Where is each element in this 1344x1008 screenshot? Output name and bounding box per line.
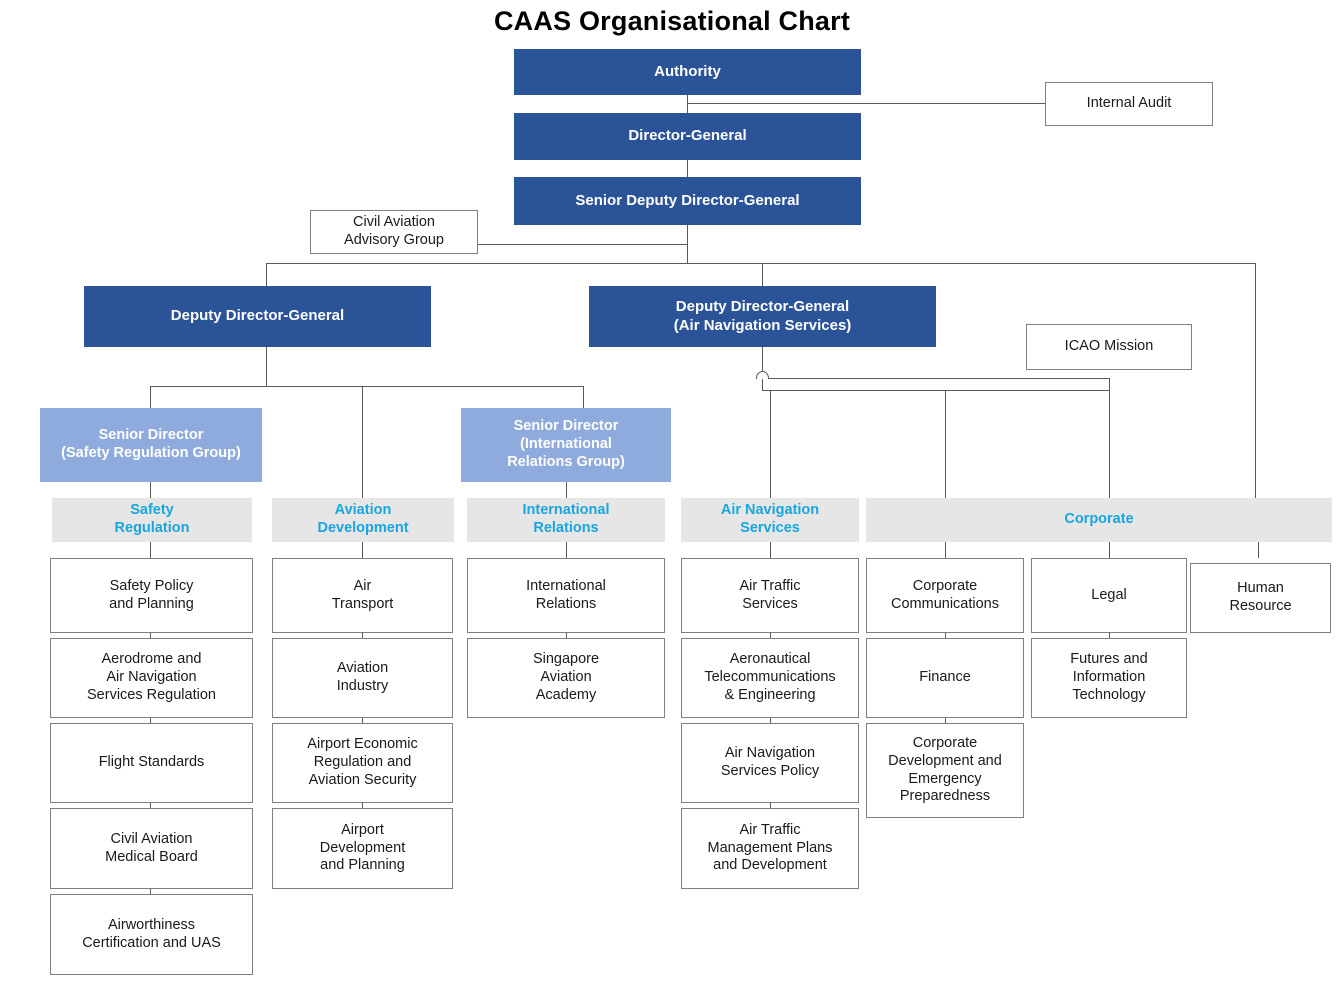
unit-box[interactable]: Safety Policy and Planning — [50, 558, 253, 633]
connector-ans-to-corporate-comms — [945, 390, 946, 498]
connector-div-intl-drop — [566, 542, 567, 558]
connector-sd-safety-down — [150, 482, 151, 499]
connector-ddg-bus — [150, 386, 583, 387]
unit-box[interactable]: Aeronautical Telecommunications & Engine… — [681, 638, 859, 718]
connector-unit-link — [362, 632, 363, 638]
connector-bus-to-ddg-ans — [762, 263, 763, 286]
division-header-corporate[interactable]: Corporate — [866, 498, 1332, 542]
unit-box[interactable]: Aerodrome and Air Navigation Services Re… — [50, 638, 253, 718]
connector-authority-dg — [687, 95, 688, 113]
connector-div-legal-drop — [1109, 542, 1110, 558]
connector-div-hr-drop — [1258, 542, 1259, 558]
connector-ddg-ans-bus — [762, 390, 1109, 391]
node-civil-aviation-advisory-group[interactable]: Civil Aviation Advisory Group — [310, 210, 478, 254]
connector-dg-sddg — [687, 160, 688, 177]
connector-ans-to-air-navigation — [770, 390, 771, 498]
node-senior-director-safety-regulation-group[interactable]: Senior Director (Safety Regulation Group… — [40, 408, 262, 482]
line-hop-bridge — [756, 371, 769, 379]
node-icao-mission[interactable]: ICAO Mission — [1026, 324, 1192, 370]
node-deputy-director-general[interactable]: Deputy Director-General — [84, 286, 431, 347]
connector-ddg-down — [266, 347, 267, 386]
unit-box[interactable]: Futures and Information Technology — [1031, 638, 1187, 718]
division-header-international-relations[interactable]: International Relations — [467, 498, 665, 542]
unit-box[interactable]: Corporate Communications — [866, 558, 1024, 633]
node-senior-director-international-relations-group[interactable]: Senior Director (International Relations… — [461, 408, 671, 482]
connector-div-safety-drop — [150, 542, 151, 558]
node-deputy-director-general-ans[interactable]: Deputy Director-General (Air Navigation … — [589, 286, 936, 347]
connector-unit-link — [945, 632, 946, 638]
division-header-safety-regulation[interactable]: Safety Regulation — [52, 498, 252, 542]
connector-div-ans-drop — [770, 542, 771, 558]
connector-authority-internal-audit — [687, 103, 1045, 104]
connector-sddg-bus — [266, 263, 1256, 264]
connector-unit-link — [945, 717, 946, 723]
connector-unit-link — [362, 802, 363, 808]
unit-box[interactable]: Flight Standards — [50, 723, 253, 803]
connector-bus-to-corporate-right — [1255, 263, 1256, 498]
unit-box[interactable]: Airworthiness Certification and UAS — [50, 894, 253, 975]
unit-box[interactable]: International Relations — [467, 558, 665, 633]
connector-ddg-ans-down — [762, 347, 763, 390]
unit-box[interactable]: Airport Development and Planning — [272, 808, 453, 889]
division-header-aviation-development[interactable]: Aviation Development — [272, 498, 454, 542]
unit-box[interactable]: Civil Aviation Medical Board — [50, 808, 253, 889]
connector-sd-intl-down — [566, 482, 567, 499]
unit-box[interactable]: Air Navigation Services Policy — [681, 723, 859, 803]
unit-box[interactable]: Finance — [866, 638, 1024, 718]
connector-div-avdev-drop — [362, 542, 363, 558]
connector-ddg-to-aviation-development — [362, 386, 363, 498]
connector-unit-link — [1109, 632, 1110, 638]
unit-box[interactable]: Singapore Aviation Academy — [467, 638, 665, 718]
unit-box[interactable]: Human Resource — [1190, 563, 1331, 633]
connector-unit-link — [566, 632, 567, 638]
connector-unit-link — [770, 717, 771, 723]
unit-box[interactable]: Air Traffic Management Plans and Develop… — [681, 808, 859, 889]
connector-unit-link — [150, 802, 151, 808]
connector-bus-to-ddg — [266, 263, 267, 286]
unit-box[interactable]: Legal — [1031, 558, 1187, 633]
connector-caag-stub — [478, 244, 688, 245]
node-authority[interactable]: Authority — [514, 49, 861, 95]
connector-ans-to-legal — [1109, 378, 1110, 498]
page-title: CAAS Organisational Chart — [493, 6, 851, 36]
node-director-general[interactable]: Director-General — [514, 113, 861, 160]
unit-box[interactable]: Aviation Industry — [272, 638, 453, 718]
connector-unit-link — [150, 888, 151, 894]
connector-unit-link — [150, 717, 151, 723]
division-header-air-navigation-services[interactable]: Air Navigation Services — [681, 498, 859, 542]
unit-box[interactable]: Corporate Development and Emergency Prep… — [866, 723, 1024, 818]
connector-ddg-to-sd-safety — [150, 386, 151, 408]
unit-box[interactable]: Airport Economic Regulation and Aviation… — [272, 723, 453, 803]
node-internal-audit[interactable]: Internal Audit — [1045, 82, 1213, 126]
connector-unit-link — [150, 632, 151, 638]
unit-box[interactable]: Air Traffic Services — [681, 558, 859, 633]
connector-ddg-to-sd-intl — [583, 386, 584, 408]
connector-unit-link — [362, 717, 363, 723]
connector-unit-link — [770, 632, 771, 638]
connector-unit-link — [770, 802, 771, 808]
connector-icao-stub — [762, 378, 1026, 379]
unit-box[interactable]: Air Transport — [272, 558, 453, 633]
node-senior-deputy-director-general[interactable]: Senior Deputy Director-General — [514, 177, 861, 225]
connector-div-corpcomm-drop — [945, 542, 946, 558]
